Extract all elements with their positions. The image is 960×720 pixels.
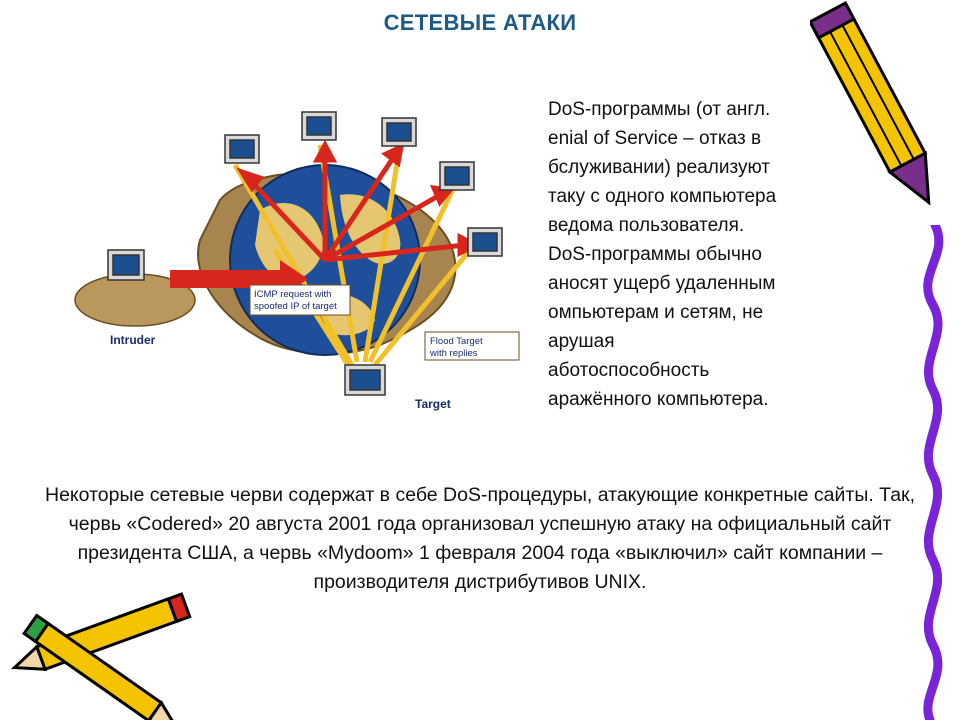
- dos-description-line: аносят ущерб удаленным: [548, 273, 776, 294]
- page-title: СЕТЕВЫЕ АТАКИ: [383, 10, 577, 35]
- pencil-icon: [810, 1, 931, 206]
- flood-label-line2: with replies: [429, 348, 478, 359]
- dos-description-line: омпьютерам и сетям, не: [548, 302, 764, 323]
- dos-description-line: арушая: [548, 331, 615, 352]
- dos-description-line: таку с одного компьютера: [548, 186, 777, 207]
- intruder-label: Intruder: [110, 333, 156, 347]
- dos-description-line: аботоспособность: [548, 360, 710, 381]
- dos-description-line: ведома пользователя.: [548, 215, 745, 236]
- dos-attack-diagram: ICMP request with spoofed IP of target F…: [70, 90, 540, 430]
- dos-description-line: DoS-программы обычно: [548, 244, 762, 265]
- icmp-label-line1: ICMP request with: [254, 289, 331, 300]
- dos-description: DoS-программы (от англ. enial of Service…: [548, 95, 848, 414]
- dos-description-line: enial of Service – отказ в: [548, 128, 762, 149]
- flood-label-line1: Flood Target: [430, 336, 483, 347]
- dos-description-line: бслуживании) реализуют: [548, 157, 770, 178]
- pencils-icon: [10, 592, 192, 720]
- dos-description-line: DoS-программы (от англ.: [548, 99, 771, 120]
- squiggle-decoration: [923, 225, 944, 720]
- dos-description-line: аражённого компьютера.: [548, 389, 769, 410]
- target-label: Target: [415, 397, 451, 411]
- worms-paragraph: Некоторые сетевые черви содержат в себе …: [44, 484, 916, 593]
- icmp-label-line2: spoofed IP of target: [254, 301, 337, 312]
